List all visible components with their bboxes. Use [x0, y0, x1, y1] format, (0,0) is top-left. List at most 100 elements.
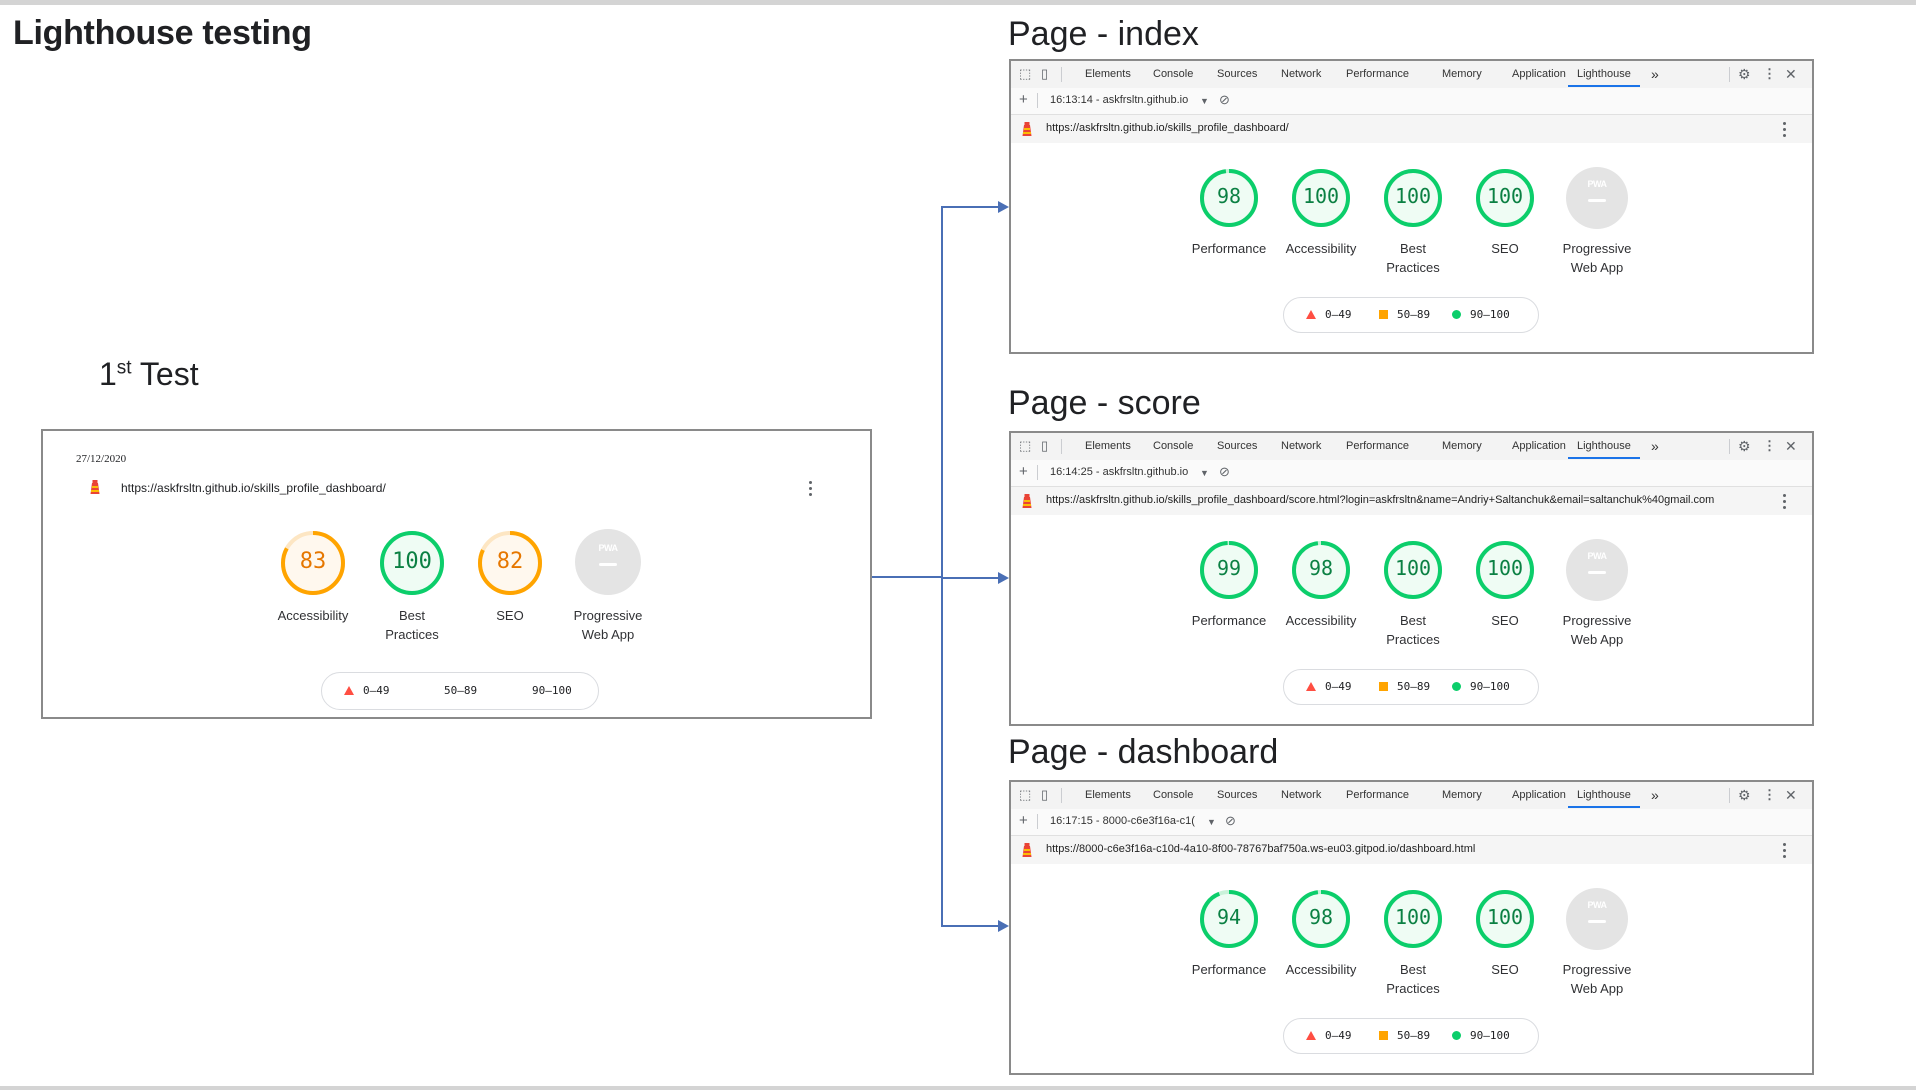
clear-all-icon[interactable]: ⊘	[1219, 464, 1230, 479]
report-menu-icon[interactable]	[1783, 494, 1787, 512]
gauge-value: 83	[299, 549, 327, 574]
inspect-element-icon[interactable]: ⬚	[1019, 66, 1032, 81]
devtools-tab-memory[interactable]: Memory	[1442, 789, 1482, 801]
report-url[interactable]: https://askfrsltn.github.io/skills_profi…	[1046, 122, 1289, 134]
new-report-icon[interactable]: +	[1019, 91, 1028, 108]
device-toolbar-icon[interactable]: ▯	[1041, 787, 1049, 802]
devtools-menu-icon[interactable]: ⋮	[1763, 66, 1776, 81]
close-icon[interactable]: ✕	[1785, 66, 1797, 82]
legend-average: 50–89	[1379, 1019, 1430, 1053]
devtools-tab-sources[interactable]: Sources	[1217, 440, 1258, 452]
devtools-tab-application[interactable]: Application	[1512, 789, 1566, 801]
devtools-tab-lighthouse[interactable]: Lighthouse	[1568, 433, 1640, 459]
devtools-menu-icon[interactable]: ⋮	[1763, 787, 1776, 802]
report-select[interactable]: 16:17:15 - 8000-c6e3f16a-c1(	[1050, 815, 1195, 827]
fail-triangle-icon	[1306, 682, 1316, 691]
pwa-badge: PWA	[575, 529, 641, 595]
new-report-icon[interactable]: +	[1019, 463, 1028, 480]
tabbar-separator	[1729, 439, 1730, 454]
report-select[interactable]: 16:14:25 - askfrsltn.github.io	[1050, 466, 1189, 478]
gauge-ring	[1476, 541, 1534, 599]
devtools-tab-memory[interactable]: Memory	[1442, 68, 1482, 80]
clear-all-icon[interactable]: ⊘	[1225, 813, 1236, 828]
gauge-ring	[1200, 541, 1258, 599]
device-toolbar-icon[interactable]: ▯	[1041, 66, 1049, 81]
report-url-bar: https://8000-c6e3f16a-c10d-4a10-8f00-787…	[1011, 836, 1812, 864]
device-toolbar-icon[interactable]: ▯	[1041, 438, 1049, 453]
more-tabs-icon[interactable]: »	[1651, 66, 1659, 82]
devtools-tab-application[interactable]: Application	[1512, 440, 1566, 452]
pwa-dash-icon	[1588, 920, 1606, 923]
more-tabs-icon[interactable]: »	[1651, 438, 1659, 454]
first-test-word: Test	[131, 356, 199, 392]
devtools-tab-sources[interactable]: Sources	[1217, 789, 1258, 801]
close-icon[interactable]: ✕	[1785, 438, 1797, 454]
devtools-tab-performance[interactable]: Performance	[1346, 68, 1409, 80]
gauge-label: Performance	[1184, 960, 1274, 979]
gauge-label-line1: Best	[1399, 962, 1426, 977]
settings-gear-icon[interactable]: ⚙	[1738, 66, 1751, 82]
settings-gear-icon[interactable]: ⚙	[1738, 438, 1751, 454]
devtools-tab-elements[interactable]: Elements	[1085, 68, 1131, 80]
devtools-tab-performance[interactable]: Performance	[1346, 440, 1409, 452]
report-url[interactable]: https://8000-c6e3f16a-c10d-4a10-8f00-787…	[1046, 843, 1476, 855]
legend-fail: 0–49	[1306, 298, 1352, 332]
dropdown-arrow-icon[interactable]: ▼	[1200, 468, 1209, 478]
pass-circle-icon	[1452, 1031, 1461, 1040]
average-square-icon	[1379, 1031, 1388, 1040]
pwa-badge: PWA	[1566, 167, 1628, 229]
report-menu-icon[interactable]	[1783, 122, 1787, 140]
devtools-tab-lighthouse[interactable]: Lighthouse	[1568, 61, 1640, 87]
new-report-icon[interactable]: +	[1019, 812, 1028, 829]
devtools-tab-performance[interactable]: Performance	[1346, 789, 1409, 801]
devtools-tab-lighthouse[interactable]: Lighthouse	[1568, 782, 1640, 808]
legend-average-range: 50–89	[1397, 680, 1431, 693]
gauge-value: 100	[1394, 184, 1432, 208]
dropdown-arrow-icon[interactable]: ▼	[1207, 817, 1216, 827]
settings-gear-icon[interactable]: ⚙	[1738, 787, 1751, 803]
gauge-ring	[1384, 541, 1442, 599]
gauge-label-line1: Accessibility	[1285, 613, 1357, 628]
report-menu-icon[interactable]	[1783, 843, 1787, 861]
gauge-label-line1: Best	[398, 608, 425, 623]
report-select[interactable]: 16:13:14 - askfrsltn.github.io	[1050, 94, 1189, 106]
gauge-value: 100	[1486, 556, 1524, 580]
devtools-tab-network[interactable]: Network	[1281, 68, 1322, 80]
gauge-ring	[1476, 890, 1534, 948]
gauge-value: 100	[1486, 184, 1524, 208]
devtools-tab-console[interactable]: Console	[1153, 440, 1194, 452]
gauge-label-line2: Practices	[1386, 260, 1440, 275]
inspect-element-icon[interactable]: ⬚	[1019, 438, 1032, 453]
tabbar-separator	[1061, 788, 1062, 803]
legend-average-range: 50–89	[1397, 308, 1431, 321]
close-icon[interactable]: ✕	[1785, 787, 1797, 803]
clear-all-icon[interactable]: ⊘	[1219, 92, 1230, 107]
more-tabs-icon[interactable]: »	[1651, 787, 1659, 803]
report-menu-icon[interactable]	[809, 481, 813, 499]
devtools-tab-memory[interactable]: Memory	[1442, 440, 1482, 452]
gauge-arc	[1200, 890, 1258, 948]
gauge-label: Performance	[1184, 239, 1274, 258]
report-url[interactable]: https://askfrsltn.github.io/skills_profi…	[1046, 494, 1715, 506]
devtools-tab-elements[interactable]: Elements	[1085, 440, 1131, 452]
devtools-tab-network[interactable]: Network	[1281, 440, 1322, 452]
devtools-menu-icon[interactable]: ⋮	[1763, 438, 1776, 453]
dropdown-arrow-icon[interactable]: ▼	[1200, 96, 1209, 106]
gauge-label: SEO	[1460, 960, 1550, 979]
devtools-tab-console[interactable]: Console	[1153, 789, 1194, 801]
inspect-element-icon[interactable]: ⬚	[1019, 787, 1032, 802]
devtools-tab-network[interactable]: Network	[1281, 789, 1322, 801]
gauge-label-line1: SEO	[1491, 962, 1519, 977]
devtools-tab-application[interactable]: Application	[1512, 68, 1566, 80]
devtools-tab-elements[interactable]: Elements	[1085, 789, 1131, 801]
devtools-tab-console[interactable]: Console	[1153, 68, 1194, 80]
report-url[interactable]: https://askfrsltn.github.io/skills_profi…	[121, 481, 386, 495]
arrowhead-dashboard	[998, 920, 1009, 932]
gauge-value: 100	[1394, 905, 1432, 929]
gauge-label: SEO	[465, 606, 555, 625]
devtools-tab-sources[interactable]: Sources	[1217, 68, 1258, 80]
